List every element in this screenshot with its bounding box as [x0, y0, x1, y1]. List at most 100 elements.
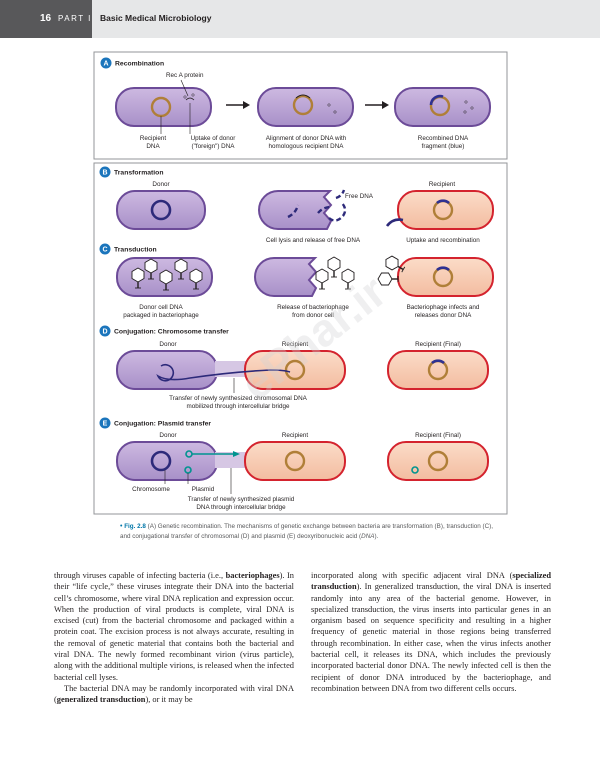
genetic-exchange-figure: A Recombination Rec A protein Recipient …	[93, 51, 508, 515]
figure-caption: • Fig. 2.8 (A) Genetic recombination. Th…	[120, 522, 505, 541]
panel-d-recipient-final: Recipient (Final)	[415, 341, 461, 348]
recipient-plasmid-e	[411, 466, 419, 474]
donor-cell-b	[116, 190, 206, 230]
recipient-final-cell-d	[387, 350, 489, 390]
panel-b-title: Transformation	[114, 169, 163, 176]
recipient-dna-ring-e	[284, 450, 306, 472]
bold-term: generalized transduction	[56, 695, 146, 705]
foreign-dna-fragment	[185, 97, 195, 101]
recombined-blue-fragment	[429, 94, 444, 106]
panel-b-donor: Donor	[152, 181, 169, 188]
donor-chromosome-e	[150, 450, 172, 472]
recombined-segment-d	[431, 359, 445, 365]
phage-infects-2: releases donor DNA	[415, 312, 472, 319]
label-recipient-dna-1: Recipient	[140, 135, 167, 142]
panel-b-badge	[99, 166, 111, 178]
donor-cell-dna-2: packaged in bacteriophage	[123, 312, 199, 319]
panel-a-letter: A	[103, 60, 108, 67]
header-light-block	[92, 0, 600, 38]
rec-a-dot	[464, 100, 468, 104]
panel-d-letter: D	[102, 328, 107, 335]
lysed-cell-c	[254, 257, 318, 297]
donor-dna-ring-b	[150, 199, 172, 221]
release-phage-2: from donor cell	[292, 312, 334, 319]
rec-a-dot	[463, 110, 467, 114]
panel-c-badge	[99, 243, 111, 255]
text-run: ). In generalized transduction, the vira…	[311, 582, 551, 693]
chromosomal-transfer-2: mobilized through intercellular bridge	[187, 403, 290, 410]
caption-text: (A) Genetic recombination. The mechanism…	[120, 523, 493, 540]
aligned-donor-fragment	[295, 94, 311, 99]
transferring-chromosome-d	[156, 363, 291, 382]
caption-dna-italic: DNA	[361, 532, 375, 540]
label-alignment-2: homologous recipient DNA	[269, 143, 345, 150]
panel-c-title: Transduction	[114, 246, 157, 253]
recombined-segment-b	[436, 199, 450, 205]
part-label: PART I	[58, 14, 92, 23]
chromosomal-transfer-1: Transfer of newly synthesized chromosoma…	[169, 395, 307, 402]
cell-a1	[115, 87, 212, 127]
incoming-dna-b	[385, 218, 404, 227]
text-run: ). In their “life cycle,” these viruses …	[54, 571, 294, 682]
panel-e-letter: E	[103, 420, 108, 427]
label-uptake-1: Uptake of donor	[191, 135, 236, 142]
arrow-a1-head	[243, 101, 250, 109]
plasmid-label: Plasmid	[192, 486, 215, 493]
free-dna-fragment	[335, 189, 346, 200]
page-header: 16 PART I Basic Medical Microbiology	[0, 0, 600, 38]
plasmid-transfer-2: DNA through intercellular bridge	[196, 504, 286, 511]
release-phage-1: Release of bacteriophage	[277, 304, 349, 311]
plasmid-transfer-arrow	[233, 451, 240, 457]
rec-a-dot	[327, 103, 331, 107]
recipient-cell-d	[244, 350, 346, 390]
phage-infects-1: Bacteriophage infects and	[407, 304, 480, 311]
panel-b-recipient: Recipient	[429, 181, 456, 188]
page-number: 16	[40, 13, 52, 24]
intercellular-bridge-e	[215, 452, 247, 468]
caption-end: ).	[374, 532, 379, 540]
panel-d-donor: Donor	[159, 341, 176, 348]
panel-d-title: Conjugation: Chromosome transfer	[114, 328, 229, 335]
panel-a-title: Recombination	[115, 60, 164, 67]
rec-a-label: Rec A protein	[166, 72, 204, 79]
body-column-left: through viruses capable of infecting bac…	[54, 570, 294, 706]
dna-ring-a2	[292, 94, 314, 116]
paragraph: through viruses capable of infecting bac…	[54, 570, 294, 683]
body-column-right: incorporated along with specific adjacen…	[311, 570, 551, 694]
lysis-label: Cell lysis and release of free DNA	[266, 237, 361, 244]
panel-a-badge	[100, 57, 112, 69]
label-recombined-2: fragment (blue)	[422, 143, 465, 150]
paragraph: incorporated along with specific adjacen…	[311, 570, 551, 694]
cell-a3	[394, 87, 491, 127]
donor-cell-dna-1: Donor cell DNA	[139, 304, 183, 311]
rec-a-dot	[183, 95, 187, 99]
panel-e-title: Conjugation: Plasmid transfer	[114, 420, 211, 427]
panel-c-letter: C	[102, 246, 107, 253]
panel-e-recipient-final: Recipient (Final)	[415, 432, 461, 439]
panel-d-recipient: Recipient	[282, 341, 309, 348]
free-dna-fragment	[328, 201, 347, 222]
panel-e-donor: Donor	[159, 432, 176, 439]
donor-cell-e	[116, 441, 218, 481]
bold-term: bacteriophages	[225, 571, 280, 580]
plasmid-transfer-1: Transfer of newly synthesized plasmid	[188, 496, 295, 503]
label-uptake-2: ("foreign") DNA	[192, 143, 236, 150]
uptake-recombination-label: Uptake and recombination	[406, 237, 480, 244]
text-run: The bacterial DNA may be randomly incorp…	[54, 683, 294, 705]
recombined-segment-c	[436, 266, 450, 272]
book-title: Basic Medical Microbiology	[100, 13, 212, 23]
rec-a-dot	[470, 106, 474, 110]
paragraph: The bacterial DNA may be randomly incorp…	[54, 683, 294, 706]
rec-a-leader	[180, 79, 189, 97]
free-dna-inside	[287, 204, 300, 219]
rec-a-dot	[333, 110, 337, 114]
text-run: ), or it may be	[145, 695, 193, 705]
recipient-cell-e	[244, 441, 346, 481]
text-run: incorporated along with specific adjacen…	[311, 571, 513, 580]
panel-e-recipient: Recipient	[282, 432, 309, 439]
bold-term: specialized transduction	[311, 571, 551, 592]
chromosome-label: Chromosome	[132, 486, 170, 493]
header-dark-block: 16 PART I	[0, 0, 92, 38]
free-dna-label: Free DNA	[345, 193, 374, 200]
panel-d-badge	[99, 325, 111, 337]
